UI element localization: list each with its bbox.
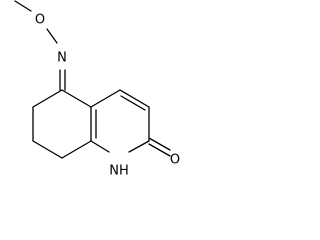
atom-carbonyl-oxygen: O bbox=[170, 153, 180, 168]
bond-c2-n1 bbox=[128, 140, 150, 153]
bond-c2-o-double bbox=[148, 137, 171, 157]
bond-c8-c8a bbox=[61, 140, 92, 159]
bond-c4a-c4 bbox=[90, 89, 121, 108]
bond-methyl-o bbox=[14, 0, 32, 12]
atom-oxime-nitrogen: N bbox=[57, 51, 67, 66]
bond-c7-c8 bbox=[32, 140, 63, 159]
bond-c5-c6 bbox=[32, 89, 63, 108]
bond-o-n bbox=[46, 28, 58, 44]
atom-oxime-oxygen: O bbox=[35, 13, 45, 28]
bond-c4a-c8a-double bbox=[90, 106, 97, 142]
bond-c5-c4a bbox=[61, 89, 92, 108]
bond-n1-c8a bbox=[90, 140, 110, 153]
chemical-structure: O N NH O bbox=[14, 0, 180, 179]
bond-n-c5-double bbox=[59, 69, 66, 91]
bond-c4-c3-double bbox=[119, 89, 150, 111]
atom-ring-nh: NH bbox=[109, 164, 129, 179]
